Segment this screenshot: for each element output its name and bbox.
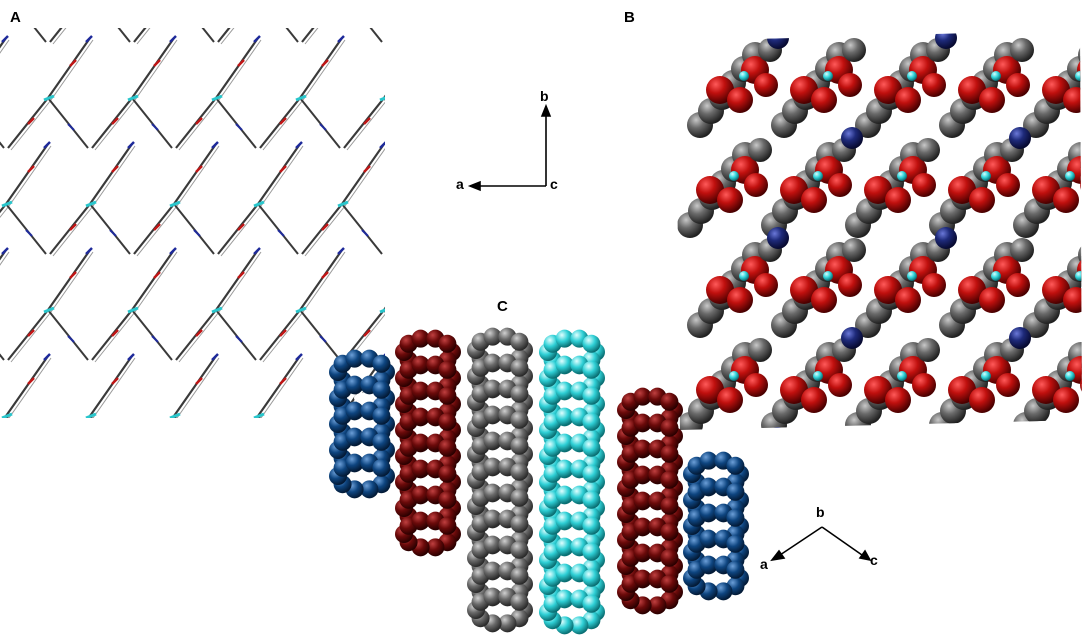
spacefill-unit xyxy=(761,327,863,430)
wire-unit xyxy=(49,28,131,45)
chain-cyan xyxy=(539,329,605,635)
spacefill-unit xyxy=(1023,42,1082,138)
spacefill-unit xyxy=(771,38,866,138)
wire-unit xyxy=(0,35,10,149)
wire-unit xyxy=(85,353,136,418)
panel-label-c: C xyxy=(497,298,508,315)
spacefill-unit xyxy=(855,227,957,338)
wire-unit xyxy=(91,247,178,363)
wire-unit xyxy=(386,142,471,256)
axis-indicator-bottom xyxy=(770,526,872,562)
wire-unit xyxy=(301,141,385,257)
axis-label-b-bottom: b xyxy=(816,504,825,520)
axis-b-arrowhead xyxy=(540,103,552,117)
wire-unit xyxy=(33,28,47,43)
spacefill-unit xyxy=(761,127,863,238)
spacefill-unit xyxy=(939,38,1034,138)
wire-unit xyxy=(176,460,261,574)
wire-unit xyxy=(133,28,215,45)
wire-unit xyxy=(253,353,304,418)
axis-a-arrow-bottom xyxy=(779,526,823,556)
wire-unit xyxy=(175,247,262,363)
axis-label-a-top: a xyxy=(456,176,464,192)
chain-gray xyxy=(467,327,533,633)
axis-a-arrowhead-bottom xyxy=(770,549,786,562)
wire-unit xyxy=(259,35,346,151)
axis-indicator-top xyxy=(467,103,552,192)
wire-unit xyxy=(470,142,555,256)
wire-unit xyxy=(133,141,220,257)
wire-unit xyxy=(217,28,299,45)
spacefill-unit xyxy=(935,427,957,430)
wire-unit xyxy=(7,247,94,363)
axis-a-arrowhead xyxy=(467,180,481,192)
axis-c-arrowhead-bottom xyxy=(858,549,872,562)
panel-a-wire-network xyxy=(0,0,555,574)
spacefill-unit xyxy=(1023,242,1082,338)
wire-unit xyxy=(7,35,94,151)
wire-unit xyxy=(343,94,385,151)
panel-c-chain-packing xyxy=(329,327,749,635)
spacefill-unit xyxy=(939,438,1034,538)
spacefill-unit xyxy=(929,127,1031,238)
axis-label-c-bottom: c xyxy=(870,552,878,568)
spacefill-unit xyxy=(1023,427,1084,538)
wire-unit xyxy=(1,353,52,418)
wire-unit xyxy=(386,0,471,44)
wire-unit xyxy=(175,35,262,151)
wire-unit xyxy=(428,36,513,150)
chain-darkred-left xyxy=(395,329,461,557)
wire-unit xyxy=(92,460,177,574)
panel-label-a: A xyxy=(10,9,21,26)
spacefill-unit xyxy=(855,30,957,138)
spacefill-unit xyxy=(687,227,789,338)
spacefill-unit xyxy=(939,238,1034,338)
wire-unit xyxy=(217,141,304,257)
wire-unit xyxy=(470,0,555,44)
wire-unit xyxy=(0,460,9,574)
spacefill-unit xyxy=(1013,342,1082,430)
panel-label-b: B xyxy=(624,9,635,26)
wire-unit xyxy=(343,306,385,363)
wire-unit xyxy=(259,247,346,363)
chain-darkred-right xyxy=(617,387,683,615)
spacefill-unit xyxy=(771,238,866,338)
wire-unit xyxy=(0,141,52,255)
axis-label-b-top: b xyxy=(540,88,549,104)
wire-unit xyxy=(0,247,10,361)
spacefill-unit xyxy=(677,338,772,430)
axis-c-arrow-bottom xyxy=(821,526,863,556)
wire-unit xyxy=(49,141,136,257)
spacefill-unit xyxy=(845,138,940,238)
axis-label-a-bottom: a xyxy=(760,556,768,572)
wire-unit xyxy=(8,460,93,574)
spacefill-unit xyxy=(677,138,772,238)
wire-unit xyxy=(301,28,383,45)
spacefill-unit xyxy=(845,338,940,430)
spacefill-unit xyxy=(1013,142,1082,238)
wire-unit xyxy=(91,35,178,151)
wire-unit xyxy=(169,353,220,418)
spacefill-unit xyxy=(771,438,866,538)
chain-blue-right xyxy=(683,451,749,601)
axis-label-c-top: c xyxy=(550,176,558,192)
chain-blue-left xyxy=(329,349,395,499)
